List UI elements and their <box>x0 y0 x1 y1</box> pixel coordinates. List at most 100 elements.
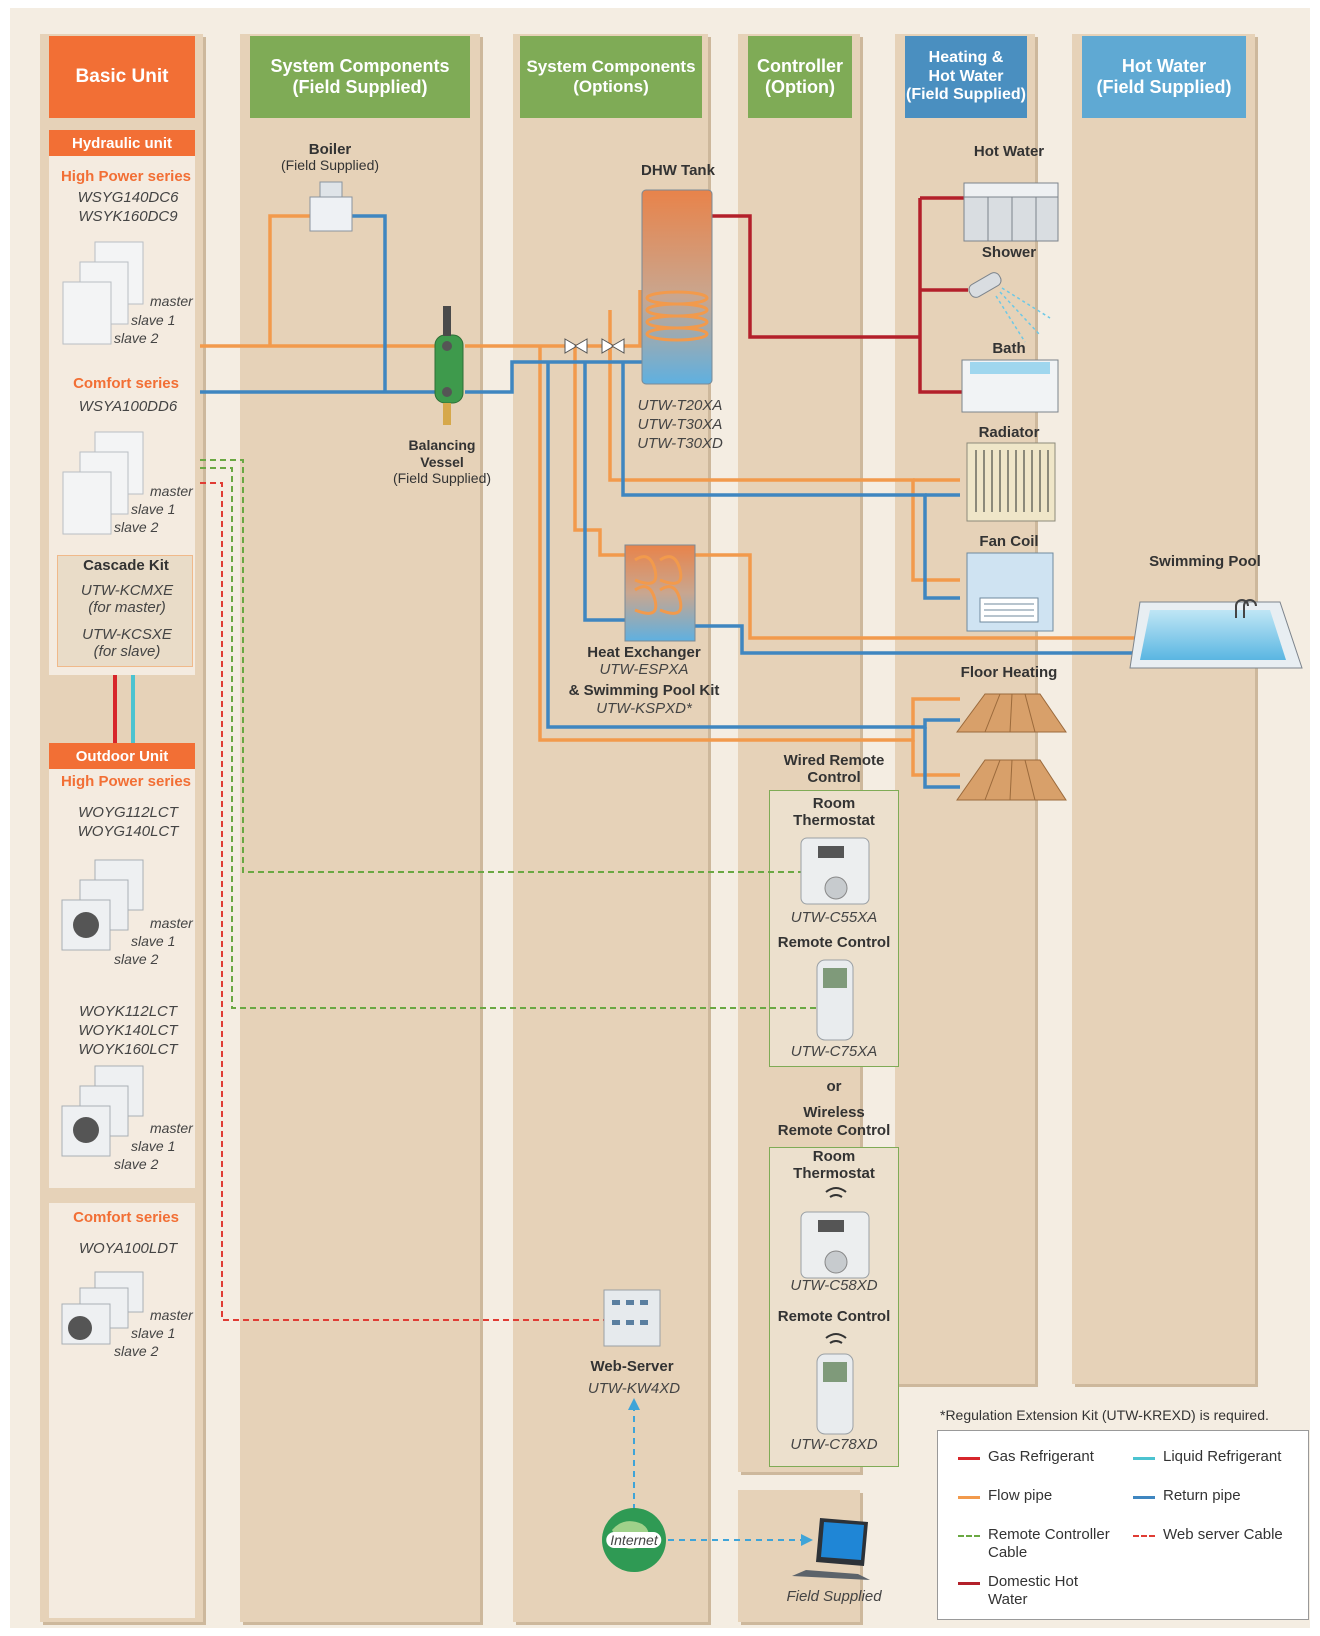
unit-label-master-5: master <box>150 1307 193 1323</box>
swimming-pool-icon <box>1129 599 1303 669</box>
legend-gas-swatch <box>958 1457 980 1460</box>
fan-coil-icon <box>966 552 1054 632</box>
dhw-tank-label: DHW Tank <box>641 162 715 179</box>
outdoor-hp-series-label: High Power series <box>60 773 192 790</box>
web-server-icon <box>603 1289 661 1347</box>
outdoor-unit-stack-icon <box>61 859 144 1345</box>
bath-label: Bath <box>992 340 1026 357</box>
boiler-label: Boiler <box>308 141 352 158</box>
header-hot-water: Hot Water (Field Supplied) <box>1082 36 1246 118</box>
footnote: *Regulation Extension Kit (UTW-KREXD) is… <box>940 1407 1269 1423</box>
hot-water-label: Hot Water <box>973 143 1045 160</box>
room-thermostat-label-2: Thermostat <box>793 812 875 829</box>
remote-control-label-b: Remote Control <box>777 1308 891 1325</box>
wired-remote-label-1: Wired Remote <box>783 752 885 769</box>
unit-label-master-4: master <box>150 1120 193 1136</box>
wireless-icon <box>825 1187 847 1344</box>
outdoor-k-model-1: WOYK112LCT <box>78 1003 178 1020</box>
hp-model-1: WSYG140DC6 <box>77 189 179 206</box>
room-thermostat-label-1b: Room <box>812 1148 856 1165</box>
dhw-model-2: UTW-T30XA <box>637 416 723 433</box>
legend-dhw-label-1: Domestic Hot <box>988 1573 1079 1590</box>
floor-heating-icon <box>956 693 1067 801</box>
cascade-slave-model: UTW-KCSXE <box>82 626 172 643</box>
outdoor-g-model-1: WOYG112LCT <box>78 804 178 821</box>
internet-links <box>633 1408 806 1541</box>
header-heating-hot-water: Heating & Hot Water (Field Supplied) <box>905 36 1027 118</box>
unit-label-slave1-5: slave 1 <box>131 1325 176 1341</box>
column-system-field <box>240 34 480 1622</box>
web-server-label: Web-Server <box>590 1358 674 1375</box>
legend-return-swatch <box>1133 1496 1155 1499</box>
header-basic-unit: Basic Unit <box>49 36 195 118</box>
domestic-hot-water-pipes <box>710 196 968 394</box>
c78-model: UTW-C78XD <box>790 1436 878 1453</box>
pool-kit-label: & Swimming Pool Kit <box>568 682 720 699</box>
wireless-remote-label-1: Wireless <box>803 1104 865 1121</box>
boiler-note: (Field Supplied) <box>280 157 380 173</box>
legend-dhw-label-2: Water <box>988 1591 1028 1608</box>
room-thermostat-icon <box>800 837 870 1279</box>
unit-label-slave1-4: slave 1 <box>131 1138 176 1154</box>
flow-pipes <box>200 214 1135 777</box>
legend-dhw-swatch <box>958 1582 980 1585</box>
legend-liquid-swatch <box>1133 1457 1155 1460</box>
web-server-cable <box>200 482 605 1321</box>
legend-web-swatch <box>1133 1535 1155 1537</box>
comfort-model: WSYA100DD6 <box>78 398 178 415</box>
cascade-master-model: UTW-KCMXE <box>80 582 174 599</box>
room-thermostat-label-2b: Thermostat <box>793 1165 875 1182</box>
legend-flow-label: Flow pipe <box>988 1487 1053 1504</box>
legend-web-label: Web server Cable <box>1163 1526 1283 1543</box>
radiator-icon <box>966 442 1056 522</box>
dhw-tank-icon <box>641 189 713 385</box>
unit-label-master-3: master <box>150 915 193 931</box>
outdoor-g-model-2: WOYG140LCT <box>77 823 179 840</box>
unit-label-slave1-2: slave 1 <box>131 501 176 517</box>
balancing-vessel-label-1: Balancing <box>408 437 476 453</box>
arrow-right-icon <box>801 1534 813 1546</box>
pool-kit-model: UTW-KSPXD* <box>596 700 692 717</box>
remote-controller-cables <box>200 459 820 1009</box>
kitchen-sink-icon <box>963 182 1059 242</box>
fan-icon <box>68 912 99 1340</box>
or-label: or <box>826 1078 842 1095</box>
remote-control-label: Remote Control <box>777 934 891 951</box>
unit-label-slave2-3: slave 2 <box>114 951 159 967</box>
shower-label: Shower <box>981 244 1037 261</box>
legend-remote-swatch <box>958 1535 980 1537</box>
legend-liquid-label: Liquid Refrigerant <box>1163 1448 1282 1465</box>
outdoor-comfort-series-label: Comfort series <box>73 1209 179 1226</box>
unit-label-slave2-2: slave 2 <box>114 519 159 535</box>
outdoor-comfort-model: WOYA100LDT <box>78 1240 178 1257</box>
unit-label-slave2: slave 2 <box>114 330 159 346</box>
header-basic-unit-label: Basic Unit <box>75 66 169 88</box>
unit-label-slave2-4: slave 2 <box>114 1156 159 1172</box>
hp-model-2: WSYK160DC9 <box>78 208 178 225</box>
radiator-label: Radiator <box>978 424 1040 441</box>
floor-heating-label: Floor Heating <box>960 664 1058 681</box>
legend-flow-swatch <box>958 1496 980 1499</box>
boiler-icon <box>309 181 353 232</box>
cascade-master-note: (for master) <box>88 599 166 616</box>
return-pipes <box>200 214 1135 789</box>
heat-exchanger-icon <box>624 544 696 642</box>
wireless-remote-label-2: Remote Control <box>777 1122 891 1139</box>
outdoor-unit-title: Outdoor Unit <box>49 743 195 769</box>
shower-icon <box>968 272 1051 343</box>
laptop-icon <box>792 1518 870 1580</box>
unit-label-master: master <box>150 293 193 309</box>
cascade-kit-box <box>57 555 193 667</box>
header-system-options: System Components (Options) <box>520 36 702 118</box>
comfort-series-label: Comfort series <box>73 375 179 392</box>
header-system-field: System Components (Field Supplied) <box>250 36 470 118</box>
outdoor-k-model-2: WOYK140LCT <box>78 1022 178 1039</box>
c58-model: UTW-C58XD <box>790 1277 878 1294</box>
heat-exchanger-label: Heat Exchanger <box>587 644 701 661</box>
unit-label-slave2-5: slave 2 <box>114 1343 159 1359</box>
balancing-vessel-label-2: Vessel <box>420 454 464 470</box>
arrow-up-icon <box>628 1398 640 1410</box>
legend-gas-label: Gas Refrigerant <box>988 1448 1094 1465</box>
dhw-model-3: UTW-T30XD <box>637 435 723 452</box>
unit-label-slave1-3: slave 1 <box>131 933 176 949</box>
